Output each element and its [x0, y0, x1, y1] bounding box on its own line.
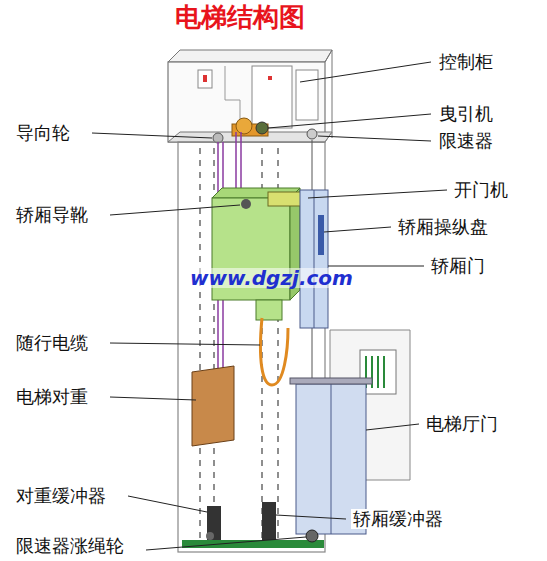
tension-weight	[206, 532, 214, 540]
motor	[256, 122, 268, 134]
machine-room	[168, 62, 325, 142]
wire	[225, 66, 240, 128]
part-label: 轿厢操纵盘	[396, 217, 490, 237]
edge-line	[325, 50, 332, 62]
car-buffer	[262, 502, 276, 540]
part-label: 电梯对重	[14, 387, 90, 407]
counterweight-buffer	[207, 506, 221, 540]
control-cabinet	[296, 70, 318, 120]
part-label: 限速器	[437, 131, 495, 151]
switch-box	[198, 70, 212, 88]
part-label: 限速器涨绳轮	[14, 536, 126, 556]
machine-room-roof	[168, 50, 332, 62]
switch-mark	[203, 75, 207, 82]
part-label: 轿厢门	[429, 256, 487, 276]
leader-line	[92, 62, 447, 550]
travelling-cable	[260, 318, 288, 385]
part-label: 导向轮	[14, 123, 72, 143]
car-door	[300, 190, 328, 328]
part-label: 对重缓冲器	[14, 486, 108, 506]
part-label: 控制柜	[437, 52, 495, 72]
part-label: 开门机	[452, 180, 510, 200]
traction-sheave	[236, 118, 252, 134]
control-cabinet	[252, 66, 292, 128]
watermark: www.dgzj.com	[188, 268, 355, 288]
cabinet-mark	[268, 76, 272, 80]
part-label: 轿厢缓冲器	[351, 509, 445, 529]
part-label: 电梯厅门	[424, 414, 500, 434]
tension-sheave	[306, 530, 318, 542]
door-seam	[314, 190, 315, 328]
door-header	[290, 378, 372, 384]
control-panel	[318, 215, 324, 255]
edge-line	[332, 50, 333, 138]
title: 电梯结构图	[175, 2, 305, 32]
door-seam	[331, 384, 332, 534]
car-bottom	[256, 300, 282, 320]
guide-shoe	[241, 199, 251, 209]
speed-governor	[307, 129, 317, 139]
part-label: 随行电缆	[14, 333, 90, 353]
counterweight	[192, 366, 234, 446]
part-label: 轿厢导靴	[14, 205, 90, 225]
part-label: 曳引机	[437, 104, 495, 124]
